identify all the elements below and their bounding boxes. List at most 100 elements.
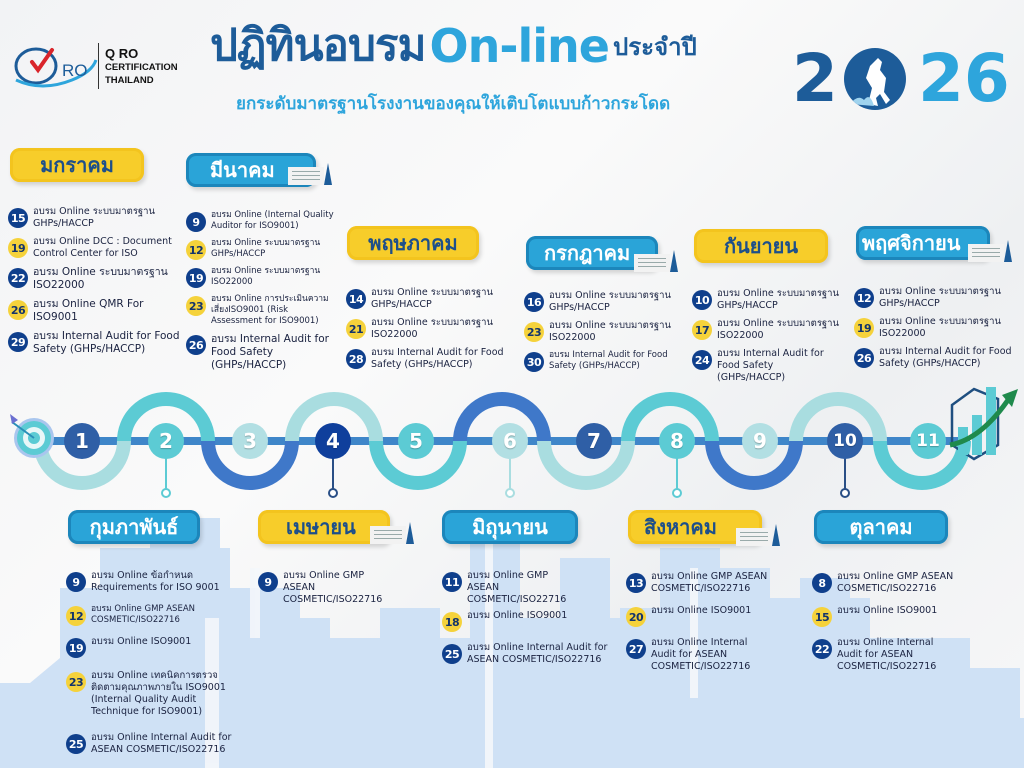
- day-badge: 22: [8, 268, 28, 288]
- event-text: อบรม Online ระบบมาตรฐาน ISO22000: [879, 316, 1001, 339]
- day-badge: 22: [812, 639, 832, 659]
- month-tag-february: กุมภาพันธ์: [68, 510, 200, 544]
- month-tag-april: เมษายน: [258, 510, 390, 544]
- day-badge: 8: [812, 573, 832, 593]
- month-tag-june: มิถุนายน: [442, 510, 578, 544]
- day-badge: 30: [524, 352, 544, 372]
- day-badge: 23: [186, 296, 206, 316]
- calendar-icon: [370, 522, 414, 544]
- day-badge: 24: [692, 350, 712, 370]
- event-text: อบรม Online Internal Audit for ASEAN COS…: [91, 732, 232, 755]
- event-text: อบรม Online ISO9001: [91, 636, 192, 647]
- timeline-step-1: 1: [64, 423, 100, 459]
- day-badge: 18: [442, 612, 462, 632]
- timeline-step-8: 8: [659, 423, 695, 459]
- day-badge: 12: [186, 240, 206, 260]
- event-text: อบรม Online ISO9001: [651, 605, 752, 616]
- event-text: อบรม Online การประเมินความเสี่ยงISO9001 …: [211, 294, 329, 326]
- day-badge: 19: [186, 268, 206, 288]
- day-badge: 12: [66, 606, 86, 626]
- growth-chart-icon: [949, 387, 1018, 461]
- event-text: อบรม Internal Audit for Food Safety (GHP…: [33, 330, 180, 355]
- logo-line-3: THAILAND: [105, 74, 154, 86]
- calendar-icon: [288, 163, 332, 185]
- event-text: อบรม Online ระบบมาตรฐาน ISO22000: [211, 266, 321, 287]
- day-badge: 11: [442, 572, 462, 592]
- city-skyline-background: [0, 518, 1024, 768]
- timeline-step-9: 9: [742, 423, 778, 459]
- event-text: อบรม Online ระบบมาตรฐาน GHPs/HACCP: [717, 288, 839, 311]
- event-text: อบรม Online Internal Audit for ASEAN COS…: [651, 637, 751, 672]
- target-dart-icon: [10, 414, 54, 458]
- event-text: อบรม Online ระบบมาตรฐาน GHPs/HACCP: [33, 206, 155, 229]
- event-text: อบรม Online ระบบมาตรฐาน ISO22000: [549, 320, 671, 343]
- day-badge: 27: [626, 639, 646, 659]
- day-badge: 26: [854, 348, 874, 368]
- event-text: อบรม Online GMP ASEAN COSMETIC/ISO22716: [651, 571, 768, 594]
- event-text: อบรม Online ระบบมาตรฐาน ISO22000: [371, 317, 493, 340]
- calendar-icon: [968, 240, 1012, 262]
- event-text: อบรม Online ระบบมาตรฐาน ISO22000: [33, 266, 168, 291]
- event-text: อบรม Online GMP ASEAN COSMETIC/ISO22716: [467, 570, 567, 605]
- month-tag-may: พฤษภาคม: [347, 226, 479, 260]
- event-text: อบรม Internal Audit for Food Safety (GHP…: [879, 346, 1012, 369]
- day-badge: 9: [66, 572, 86, 592]
- event-text: อบรม Internal Audit for Food Safety (GHP…: [211, 333, 329, 371]
- event-text: อบรม Online ระบบมาตรฐาน GHPs/HACCP: [371, 287, 493, 310]
- event-text: อบรม Online ISO9001: [837, 605, 938, 616]
- day-badge: 12: [854, 288, 874, 308]
- timeline-step-3: 3: [232, 423, 268, 459]
- event-text: อบรม Online QMR For ISO9001: [33, 298, 144, 323]
- event-text: อบรม Internal Audit for Food Safety (GHP…: [549, 350, 668, 371]
- day-badge: 25: [66, 734, 86, 754]
- title-thai: ปฏิทินอบรม: [210, 20, 427, 71]
- event-text: อบรม Online GMP ASEAN COSMETIC/ISO22716: [91, 604, 195, 625]
- event-text: อบรม Internal Audit for Food Safety (GHP…: [371, 347, 504, 370]
- day-badge: 9: [258, 572, 278, 592]
- event-text: อบรม Online ระบบมาตรฐาน ISO22000: [717, 318, 839, 341]
- timeline-step-10: 10: [827, 423, 863, 459]
- month-tag-september: กันยายน: [694, 229, 828, 263]
- day-badge: 15: [8, 208, 28, 228]
- event-text: อบรม Online ระบบมาตรฐาน GHPs/HACCP: [879, 286, 1001, 309]
- month-tag-november: พฤศจิกายน: [856, 226, 990, 260]
- timeline-step-2: 2: [148, 423, 184, 459]
- timeline-step-7: 7: [576, 423, 612, 459]
- year-digits-26: 26: [917, 40, 1010, 117]
- event-text: อบรม Online Internal Audit for ASEAN COS…: [467, 642, 608, 665]
- svg-text:RO: RO: [62, 61, 88, 80]
- month-tag-january: มกราคม: [10, 148, 144, 182]
- year-digit-2: 2: [792, 40, 838, 117]
- page-subtitle: ยกระดับมาตรฐานโรงงานของคุณให้เติบโตแบบก้…: [236, 94, 671, 114]
- event-text: อบรม Internal Audit for Food Safety (GHP…: [717, 348, 824, 383]
